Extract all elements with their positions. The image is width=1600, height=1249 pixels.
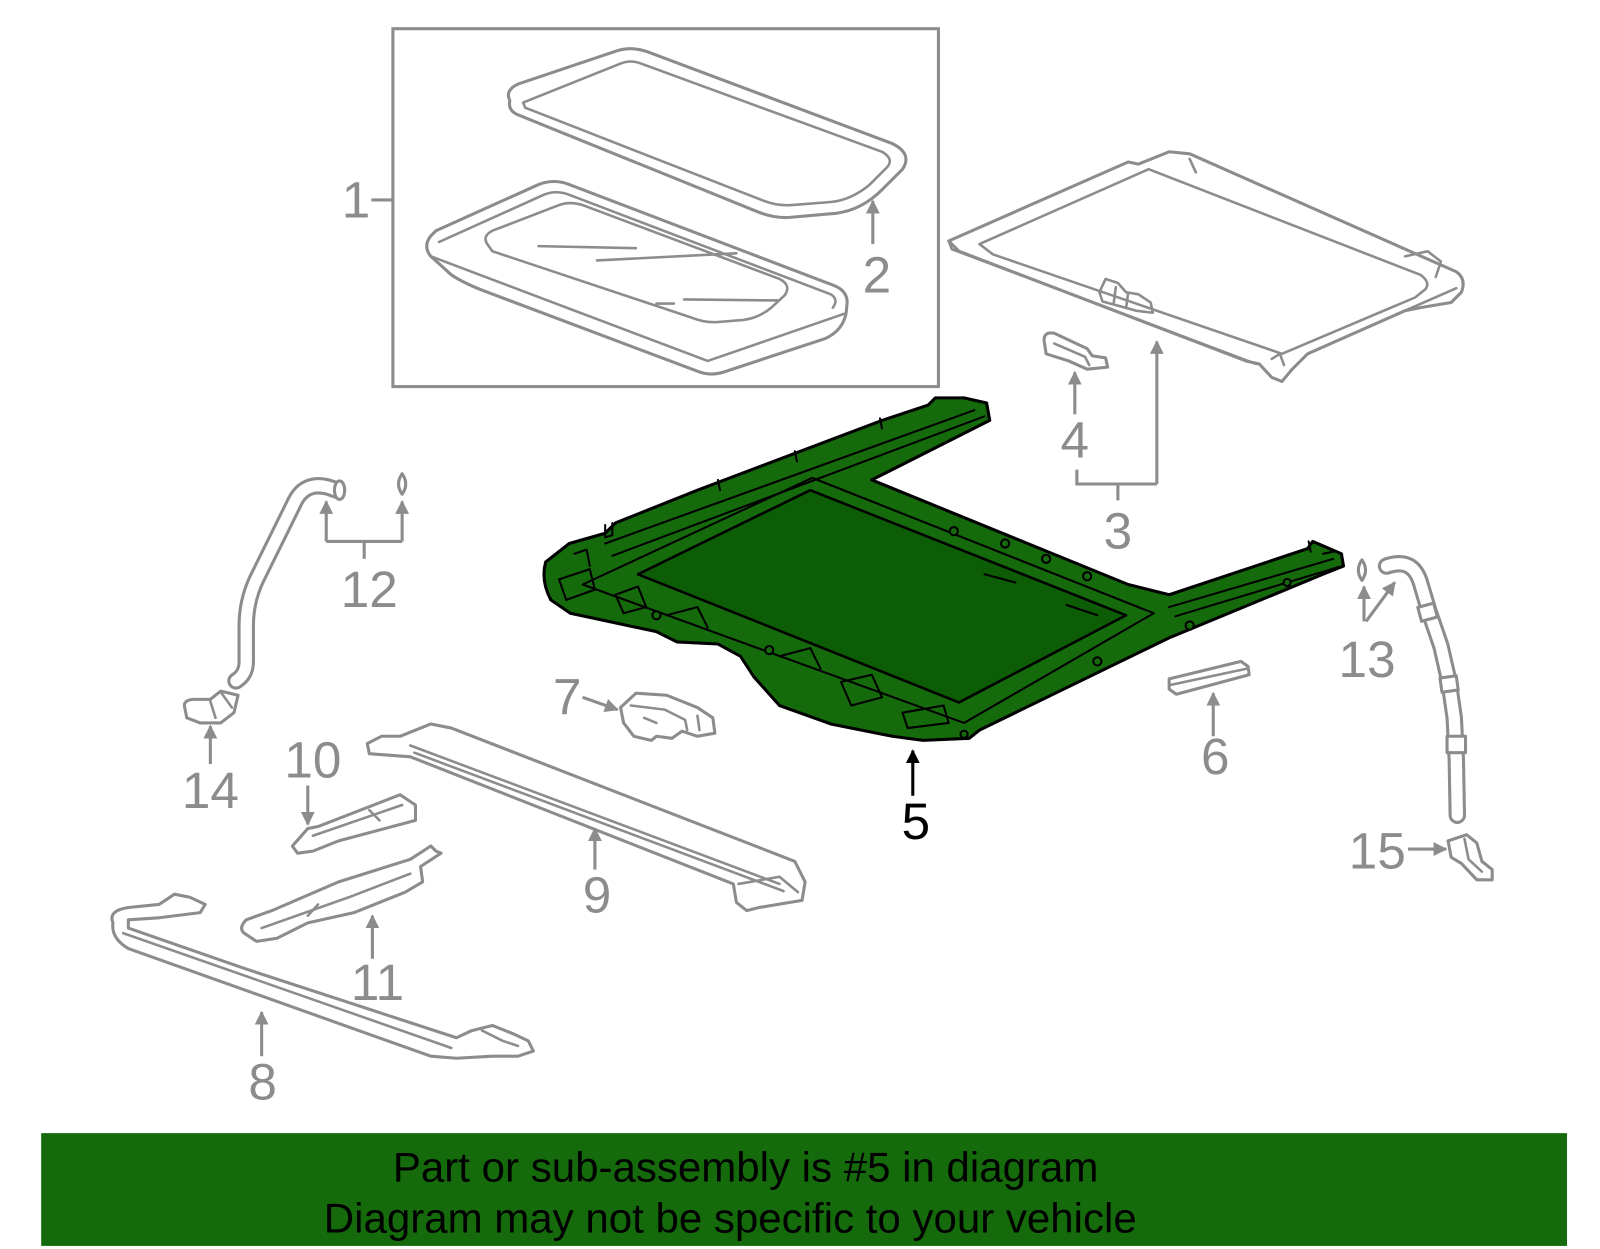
part-6-strip: 6	[1167, 659, 1251, 785]
part-5-sunroof-frame: 5	[542, 396, 1346, 850]
part-6-edge	[1168, 667, 1249, 687]
part-7-detail	[629, 704, 701, 732]
part-2-outline	[506, 47, 908, 220]
part-12-hose-end	[332, 479, 347, 501]
part-5-glass-opening	[636, 488, 1128, 704]
callout-3-bracket	[1075, 469, 1157, 501]
part-13-hose-band	[1416, 601, 1439, 623]
part-2-inner-edge	[521, 60, 892, 207]
callout-10: 10	[284, 731, 341, 788]
part-11-outline	[240, 844, 443, 943]
part-5-front-brackets	[778, 573, 1099, 730]
callout-14: 14	[182, 762, 239, 819]
part-13-clip-icon	[1356, 558, 1368, 582]
part-8-outline	[110, 892, 535, 1060]
glass-panel-outline	[425, 179, 849, 376]
part-9-cross-bar: 9	[365, 722, 807, 924]
glass-panel	[425, 179, 849, 376]
callout-6: 6	[1201, 728, 1230, 785]
assembly-1-border	[391, 27, 940, 389]
callout-11: 11	[351, 954, 404, 1011]
part-5-hole	[1092, 656, 1103, 667]
callout-13-leader-hose	[1364, 581, 1397, 623]
glass-panel-window	[484, 201, 789, 324]
glass-panel-lip	[429, 255, 846, 363]
part-3-outline	[947, 150, 1465, 384]
part-8-rail: 8	[110, 892, 535, 1110]
part-14-elbow: 14	[182, 689, 240, 819]
callout-9: 9	[583, 867, 612, 924]
callout-8: 8	[248, 1053, 277, 1110]
part-13-hose-band	[1445, 734, 1468, 755]
glass-panel-inner-edge	[437, 190, 837, 309]
banner-line-2: Diagram may not be specific to your vehi…	[324, 1195, 1137, 1242]
glass-panel-glare	[537, 244, 779, 305]
part-15-detail	[1463, 837, 1484, 873]
part-12-clip-icon	[397, 472, 408, 496]
part-5-hole	[764, 645, 775, 656]
part-5-left-rail	[604, 409, 986, 557]
callout-15: 15	[1349, 823, 1406, 880]
part-12-hose-body	[230, 480, 343, 687]
part-8-inner-edge	[121, 931, 520, 1050]
callout-12: 12	[341, 561, 398, 618]
banner-line-1: Part or sub-assembly is #5 in diagram	[393, 1143, 1098, 1190]
callout-13: 13	[1339, 631, 1396, 688]
part-7-outline	[619, 691, 717, 742]
callout-5: 5	[902, 793, 931, 850]
part-4-outline	[1042, 331, 1110, 371]
part-4-detail	[1053, 342, 1091, 367]
callout-1: 1	[342, 171, 371, 228]
part-3-opening	[978, 167, 1429, 356]
part-4-bracket: 4	[1042, 331, 1110, 468]
part-5-hole	[1081, 571, 1093, 582]
part-10-detail	[311, 803, 404, 838]
part-5-inner-border	[581, 476, 1155, 724]
part-3-end-detail	[1188, 157, 1443, 367]
part-5-hole	[1282, 577, 1292, 588]
part-7-motor: 7	[553, 669, 717, 742]
part-5-hole	[948, 526, 959, 537]
callout-3: 3	[1104, 503, 1133, 560]
part-10-outline	[290, 793, 417, 855]
part-5-hole	[1040, 553, 1052, 564]
part-5-hole	[1184, 620, 1195, 631]
callout-12-bracket	[326, 539, 403, 559]
part-14-detail	[209, 691, 234, 720]
part-15-elbow: 15	[1349, 823, 1494, 882]
part-5-left-brackets	[557, 548, 709, 629]
part-9-inner-lines	[409, 744, 800, 894]
part-5-hole	[959, 729, 969, 739]
glass-assembly-box: 1	[342, 27, 940, 389]
part-15-outline	[1446, 833, 1494, 882]
notice-banner: Part or sub-assembly is #5 in diagram Di…	[41, 1133, 1568, 1246]
part-13-drain-hose: 13	[1339, 555, 1468, 824]
part-5-hole	[651, 610, 662, 621]
part-10-slider: 10	[284, 731, 417, 855]
part-3-sunshade: 3	[947, 150, 1465, 560]
part-5-right-rail	[1168, 557, 1340, 618]
part-11-detail	[260, 872, 412, 930]
callout-7: 7	[553, 669, 582, 726]
part-3-lip	[947, 239, 1458, 366]
banner-background	[41, 1133, 1568, 1246]
part-12-drain-hose: 12	[227, 472, 410, 690]
part-5-hole	[999, 538, 1011, 549]
callout-2: 2	[863, 246, 892, 303]
part-13-hose-body	[1380, 558, 1463, 821]
part-2-glass-seal: 2	[506, 47, 908, 303]
callout-7-leader	[582, 695, 619, 712]
part-11-guide: 11	[240, 844, 443, 1011]
part-13-hose-band	[1438, 674, 1460, 694]
part-3-clip-detail	[1098, 277, 1155, 315]
callout-4: 4	[1061, 411, 1090, 468]
part-5-tabs	[604, 417, 1335, 555]
